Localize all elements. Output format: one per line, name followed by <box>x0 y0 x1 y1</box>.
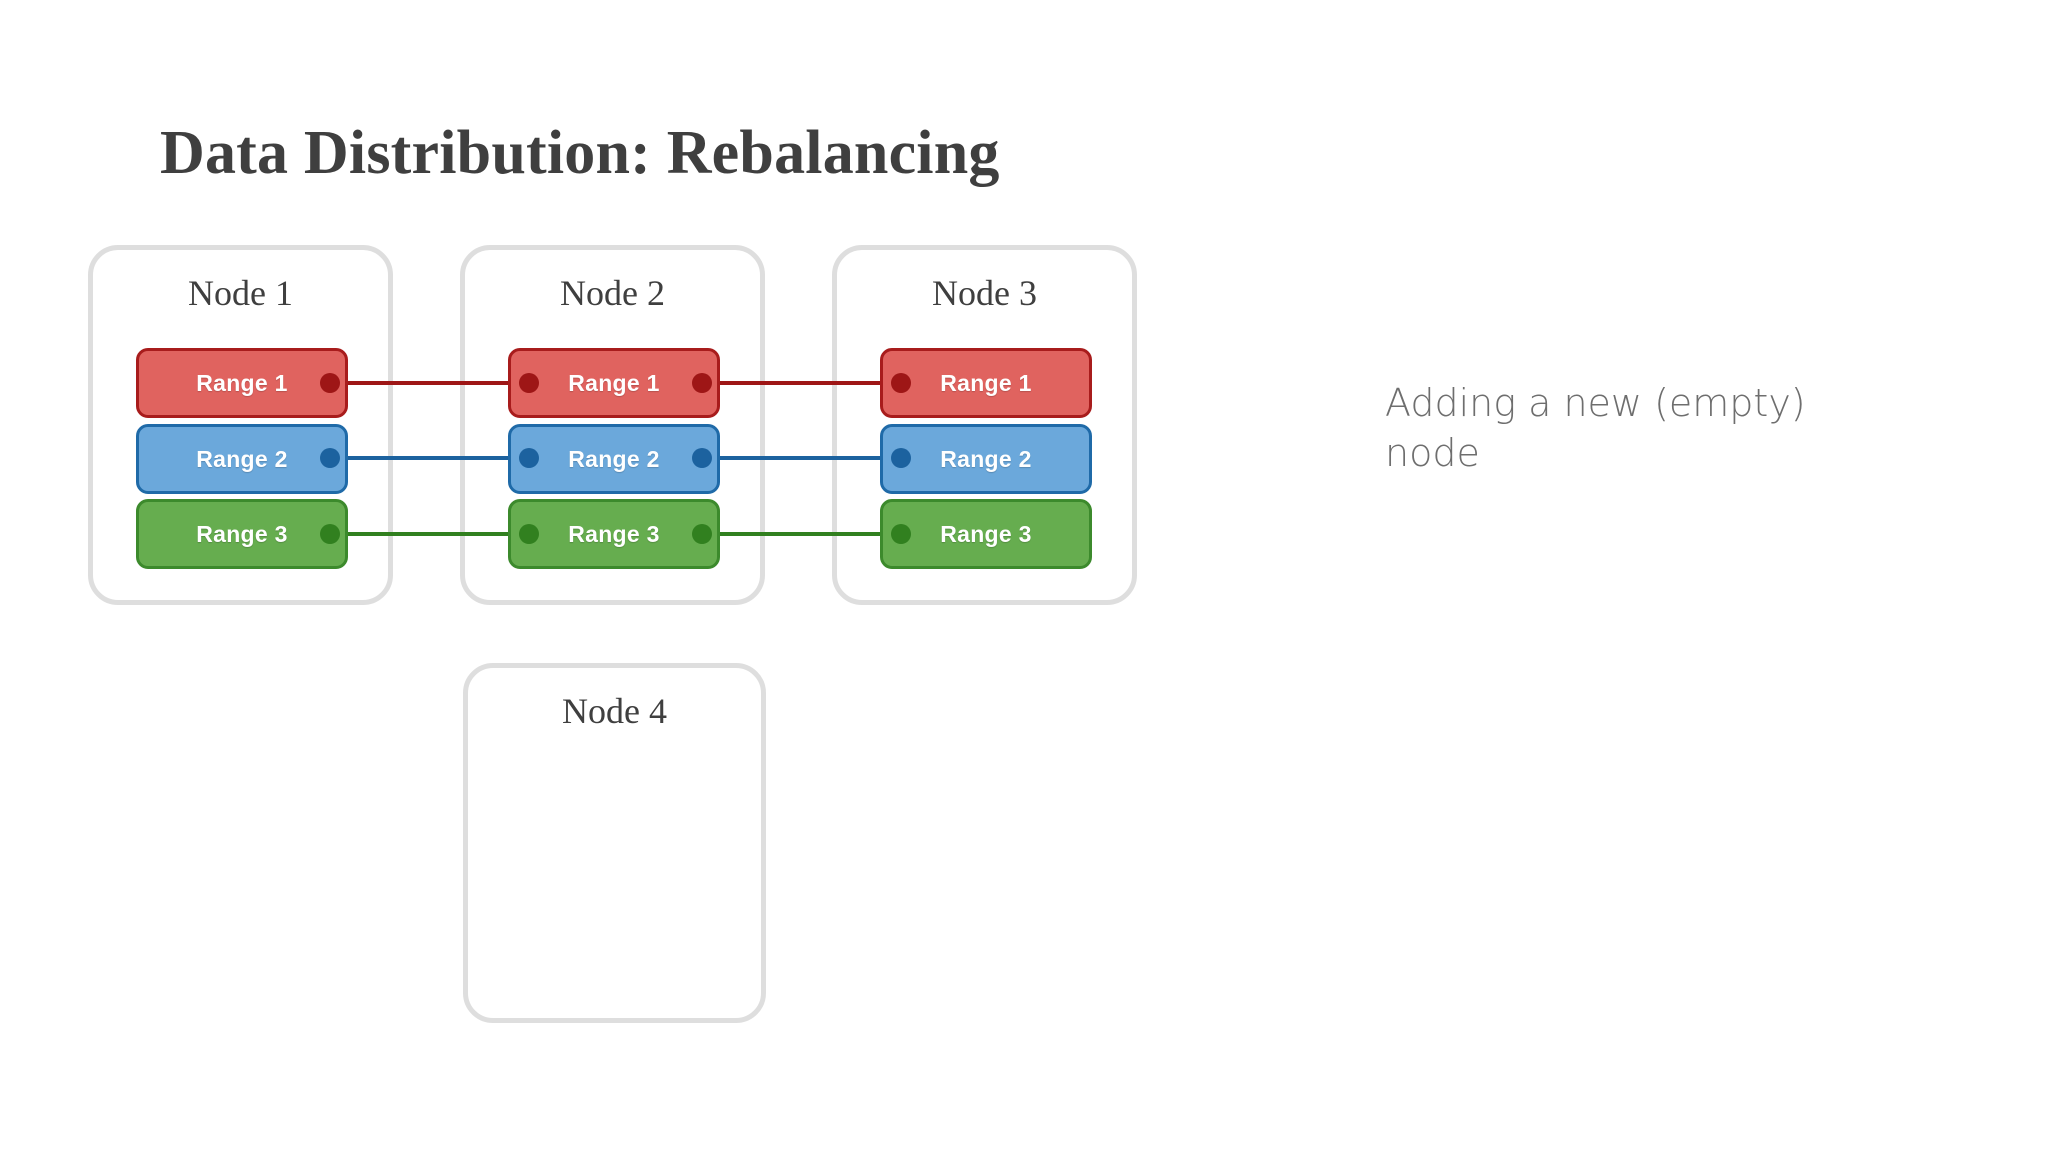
range-pill-label: Range 3 <box>196 520 288 547</box>
node-label: Node 4 <box>562 691 667 731</box>
annotation-text: Adding a new (empty) node <box>1385 381 1806 476</box>
range-pill-label: Range 1 <box>568 369 660 396</box>
node-label: Node 3 <box>932 273 1037 313</box>
connector-dot-node2-range2-right <box>692 448 712 468</box>
range-pill-label: Range 1 <box>940 369 1032 396</box>
range-pill-node3-range2[interactable]: Range 2 <box>880 424 1092 494</box>
range-pill-label: Range 2 <box>568 445 660 472</box>
connector-dot-node2-range1-left <box>519 373 539 393</box>
connector-dot-node1-range2-right <box>320 448 340 468</box>
connector-line-range2-node2-node3 <box>700 456 902 460</box>
page-title: Data Distribution: Rebalancing <box>160 119 1000 187</box>
connector-line-range3-node2-node3 <box>700 532 902 536</box>
range-pill-label: Range 3 <box>940 520 1032 547</box>
connector-dot-node2-range1-right <box>692 373 712 393</box>
connector-dot-node3-range1-left <box>891 373 911 393</box>
range-pill-node3-range3[interactable]: Range 3 <box>880 499 1092 569</box>
range-pill-label: Range 1 <box>196 369 288 396</box>
connector-dot-node1-range3-right <box>320 524 340 544</box>
range-pill-node1-range2[interactable]: Range 2 <box>136 424 348 494</box>
connector-line-range1-node2-node3 <box>700 381 902 385</box>
connector-dot-node2-range2-left <box>519 448 539 468</box>
connector-dot-node2-range3-left <box>519 524 539 544</box>
node-label: Node 2 <box>560 273 665 313</box>
range-pill-label: Range 2 <box>940 445 1032 472</box>
range-pill-node3-range1[interactable]: Range 1 <box>880 348 1092 418</box>
node-container-node-4[interactable]: Node 4 <box>463 663 766 1023</box>
connector-line-range3-node1-node2 <box>330 532 530 536</box>
connector-dot-node3-range3-left <box>891 524 911 544</box>
node-label: Node 1 <box>188 273 293 313</box>
connector-line-range2-node1-node2 <box>330 456 530 460</box>
range-pill-label: Range 2 <box>196 445 288 472</box>
connector-line-range1-node1-node2 <box>330 381 530 385</box>
connector-dot-node3-range2-left <box>891 448 911 468</box>
range-pill-node2-range2[interactable]: Range 2 <box>508 424 720 494</box>
range-pill-node2-range1[interactable]: Range 1 <box>508 348 720 418</box>
range-pill-node2-range3[interactable]: Range 3 <box>508 499 720 569</box>
range-pill-node1-range3[interactable]: Range 3 <box>136 499 348 569</box>
connector-dot-node2-range3-right <box>692 524 712 544</box>
range-pill-node1-range1[interactable]: Range 1 <box>136 348 348 418</box>
connector-dot-node1-range1-right <box>320 373 340 393</box>
range-pill-label: Range 3 <box>568 520 660 547</box>
